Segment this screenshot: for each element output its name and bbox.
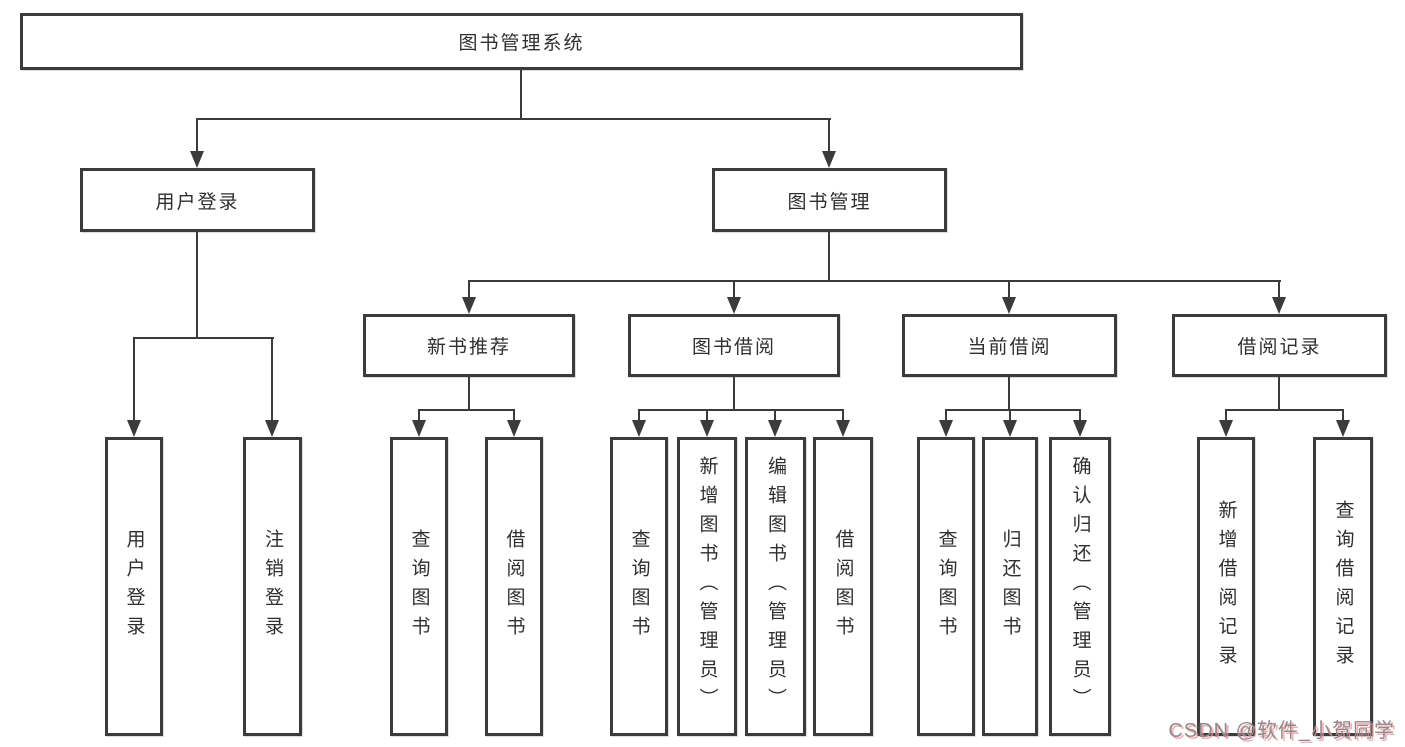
leaf-label: 新增借阅记录 (1215, 499, 1237, 674)
node-borrowing-records: 借阅记录 (1172, 314, 1387, 377)
connector-line (774, 409, 776, 421)
arrowhead-down (1219, 420, 1233, 437)
connector-line (418, 409, 515, 411)
connector-line (1079, 409, 1081, 421)
leaf-query-books-borrowing: 查询图书 (610, 437, 668, 736)
leaf-confirm-return-admin: 确认归还（管理员） (1049, 437, 1111, 736)
node-label: 新书推荐 (426, 337, 511, 358)
connector-line (1225, 409, 1227, 421)
connector-line (196, 232, 198, 337)
arrowhead-down (939, 420, 953, 437)
arrowhead-down (507, 420, 521, 437)
connector-line (828, 232, 830, 280)
leaf-label: 查询图书 (935, 528, 957, 645)
connector-line (513, 409, 515, 421)
node-label: 用户登录 (155, 191, 240, 213)
node-new-book-recommendation: 新书推荐 (363, 314, 575, 377)
watermark: CSDN @软件_小贺同学 (1168, 720, 1395, 742)
leaf-borrow-books-borrowing: 借阅图书 (813, 437, 873, 736)
leaf-label: 新增图书（管理员） (696, 456, 718, 717)
arrowhead-down (822, 151, 836, 168)
node-book-borrowing: 图书借阅 (628, 314, 840, 377)
connector-line (638, 409, 640, 421)
leaf-query-books-current: 查询图书 (917, 437, 975, 736)
connector-line (1225, 409, 1344, 411)
leaf-label: 查询图书 (628, 528, 650, 645)
connector-line (1008, 377, 1010, 409)
connector-line (945, 409, 947, 421)
connector-line (706, 409, 708, 421)
node-user-login-group: 用户登录 (80, 168, 315, 232)
leaf-label: 用户登录 (123, 528, 145, 645)
node-label: 当前借阅 (967, 337, 1052, 358)
arrowhead-down (1003, 420, 1017, 437)
arrowhead-down (768, 420, 782, 437)
leaf-label: 编辑图书（管理员） (765, 456, 786, 717)
arrowhead-down (836, 420, 850, 437)
node-label: 图书管理 (787, 191, 872, 213)
node-book-management: 图书管理 (712, 168, 947, 232)
leaf-label: 归还图书 (999, 528, 1021, 645)
arrowhead-down (127, 420, 141, 437)
arrowhead-down (265, 420, 279, 437)
connector-line (1009, 409, 1011, 421)
connector-line (196, 118, 198, 152)
arrowhead-down (412, 420, 426, 437)
arrowhead-down (700, 420, 714, 437)
leaf-label: 查询借阅记录 (1332, 499, 1354, 674)
connector-line (842, 409, 844, 421)
node-label: 图书借阅 (691, 337, 776, 358)
connector-line (1278, 280, 1280, 299)
node-current-borrowing: 当前借阅 (902, 314, 1117, 377)
leaf-label: 借阅图书 (503, 528, 525, 645)
connector-line (1278, 377, 1280, 409)
connector-line (271, 337, 273, 421)
connector-line (828, 118, 830, 152)
arrowhead-down (727, 297, 741, 314)
arrowhead-down (1272, 297, 1286, 314)
connector-line (520, 70, 522, 118)
connector-line (197, 118, 831, 120)
leaf-label: 借阅图书 (832, 528, 854, 645)
arrowhead-down (1073, 420, 1087, 437)
arrowhead-down (632, 420, 646, 437)
node-label: 借阅记录 (1237, 337, 1322, 358)
connector-line (945, 409, 1081, 411)
leaf-user-login: 用户登录 (105, 437, 163, 736)
arrowhead-down (1336, 420, 1350, 437)
leaf-label: 查询图书 (408, 528, 430, 645)
connector-line (133, 337, 274, 339)
node-label: 图书管理系统 (458, 33, 585, 54)
leaf-edit-books-admin: 编辑图书（管理员） (745, 437, 806, 736)
connector-line (733, 280, 735, 299)
leaf-return-books: 归还图书 (982, 437, 1038, 736)
leaf-query-books-recommend: 查询图书 (390, 437, 448, 736)
connector-line (1008, 280, 1010, 299)
connector-line (468, 280, 1281, 282)
connector-line (1342, 409, 1344, 421)
leaf-logout: 注销登录 (243, 437, 302, 736)
connector-line (133, 337, 135, 421)
leaf-query-borrow-record: 查询借阅记录 (1313, 437, 1373, 736)
leaf-label: 注销登录 (262, 528, 283, 645)
node-library-management-system: 图书管理系统 (20, 13, 1023, 70)
connector-line (468, 280, 470, 299)
arrowhead-down (190, 151, 204, 168)
connector-line (468, 377, 470, 409)
leaf-add-books-admin: 新增图书（管理员） (677, 437, 737, 736)
connector-line (638, 409, 844, 411)
arrowhead-down (1002, 297, 1016, 314)
connector-line (418, 409, 420, 421)
leaf-label: 确认归还（管理员） (1069, 456, 1091, 717)
leaf-borrow-books-recommend: 借阅图书 (485, 437, 543, 736)
arrowhead-down (462, 297, 476, 314)
leaf-add-borrow-record: 新增借阅记录 (1197, 437, 1255, 736)
connector-line (733, 377, 735, 409)
